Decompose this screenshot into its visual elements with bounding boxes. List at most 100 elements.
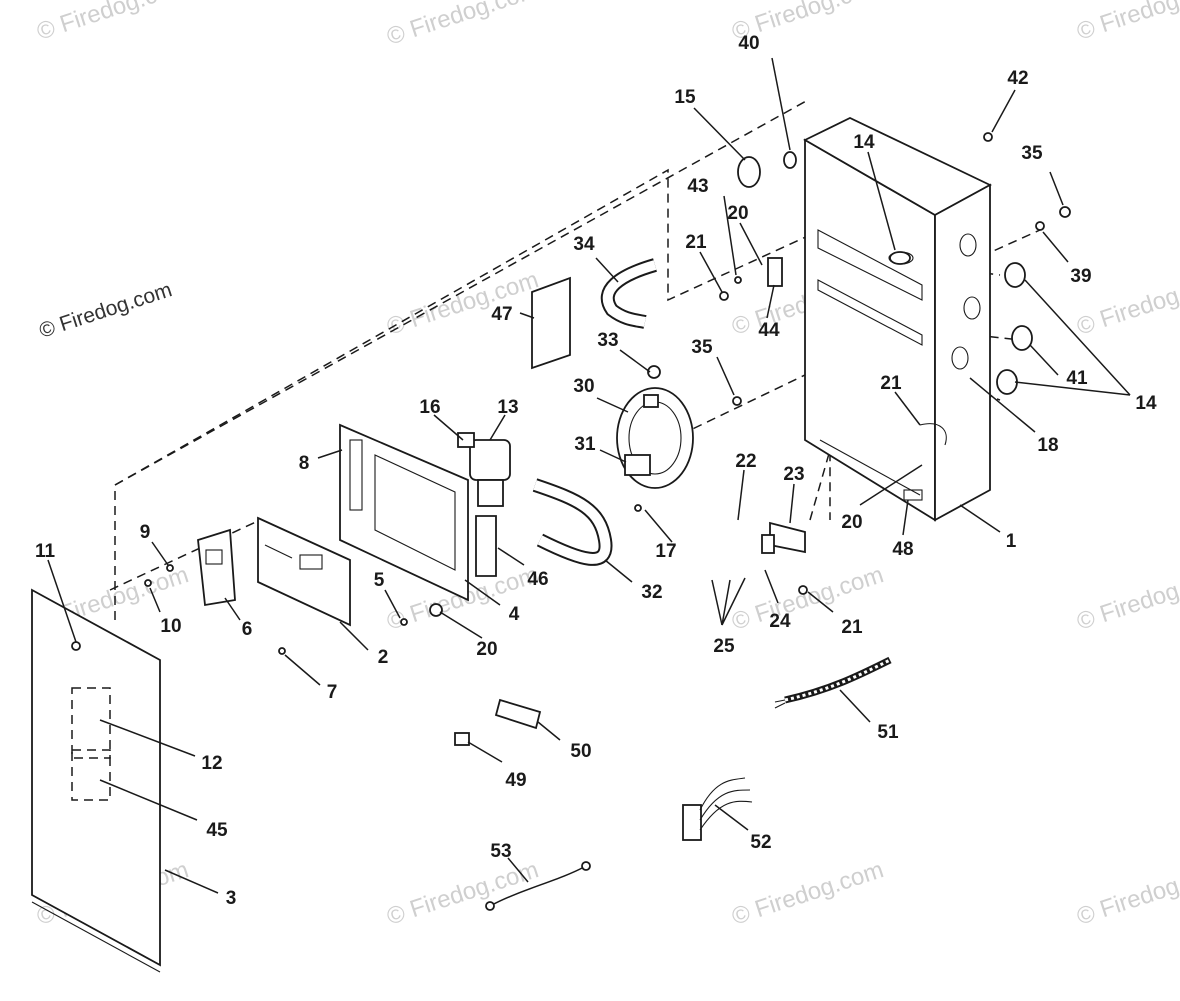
part-number: 42: [1007, 68, 1028, 89]
washer-10: [144, 579, 152, 587]
part-number: 22: [735, 451, 756, 472]
part-number: 8: [299, 453, 310, 474]
washer-39: [1035, 221, 1045, 231]
part-number: 34: [573, 234, 595, 255]
part-number: 21: [685, 232, 707, 253]
connector-50: [494, 698, 542, 730]
screw-5: [400, 618, 408, 626]
part-number: 1: [1006, 531, 1017, 552]
part-number: 16: [419, 397, 440, 418]
watermark: © Firedog.com: [1074, 856, 1180, 930]
part-number: 21: [880, 373, 902, 394]
part-number: 14: [1135, 393, 1157, 414]
part-number: 3: [226, 888, 237, 909]
part-number: 33: [597, 330, 618, 351]
watermark: © Firedog.com: [1074, 0, 1180, 46]
part-number: 50: [570, 741, 591, 762]
part-number: 32: [641, 582, 662, 603]
part-number: 20: [727, 203, 748, 224]
circuit-breaker: [197, 528, 236, 607]
part-number: 53: [490, 841, 511, 862]
part-number: 40: [738, 33, 759, 54]
watermark: © Firedog.com: [729, 856, 887, 930]
grommet-14-right: [1004, 262, 1026, 288]
part-number: 25: [713, 636, 735, 657]
mounting-plate: [339, 423, 469, 602]
watermark: © Firedog.com: [384, 266, 542, 340]
washer-20-left: [429, 603, 443, 617]
grommet-14-top: [889, 251, 911, 265]
part-number: 4: [509, 604, 520, 625]
bracket-44: [767, 257, 783, 287]
terminal-block-23: [761, 521, 806, 554]
part-number: 11: [35, 541, 56, 562]
part-number: 18: [1037, 435, 1058, 456]
screw-42: [983, 132, 993, 142]
label-46: [475, 515, 497, 577]
part-number: 48: [892, 539, 913, 560]
part-number: 12: [201, 753, 222, 774]
control-board: [257, 516, 351, 627]
screw-21: [719, 291, 729, 301]
part-number: 21: [841, 617, 863, 638]
ground-cable-53: [485, 861, 591, 911]
insulation-pad-47: [531, 276, 571, 370]
screw-9: [166, 564, 174, 572]
part-number: 49: [505, 770, 526, 791]
screw-17: [634, 504, 642, 512]
part-number: 35: [1021, 143, 1043, 164]
part-number: 24: [769, 611, 791, 632]
screw-7: [278, 647, 286, 655]
part-number: 39: [1070, 266, 1091, 287]
watermark: © Firedog.com: [384, 0, 542, 51]
part-number: 20: [476, 639, 497, 660]
gas-solenoid-valve: [457, 432, 511, 507]
part-number: 35: [691, 337, 713, 358]
wire-harness-51: [774, 656, 892, 709]
part-number: 43: [687, 176, 708, 197]
part-number: 2: [378, 647, 389, 668]
part-number: 51: [877, 722, 899, 743]
watermark: © Firedog.com: [1074, 561, 1180, 635]
nut-35-lower: [732, 396, 742, 406]
part-number: 7: [327, 682, 338, 703]
front-cover-panel: [31, 588, 161, 973]
grommet-15: [737, 156, 761, 188]
wire-harness-52: [682, 777, 753, 841]
part-numbers: 1 2 3 4 5 6 7 8 9 10 11 12 13 14 14 15 1…: [35, 33, 1157, 909]
part-number: 44: [758, 320, 780, 341]
watermark-group: © Firedog.com © Firedog.com © Firedog.co…: [34, 0, 1180, 931]
part-number: 13: [497, 397, 518, 418]
part-number: 20: [841, 512, 862, 533]
connector-49: [454, 732, 470, 746]
screw-11: [71, 641, 81, 651]
part-number: 17: [655, 541, 676, 562]
part-number: 47: [491, 304, 512, 325]
gas-regulator: [616, 387, 694, 489]
grommet-41: [1011, 325, 1033, 351]
grommet-14-lower: [996, 369, 1018, 395]
part-number: 31: [574, 434, 596, 455]
part-number: 5: [374, 570, 385, 591]
part-number: 45: [206, 820, 228, 841]
part-number: 23: [783, 464, 804, 485]
part-number: 14: [853, 132, 875, 153]
enclosure-box: [803, 117, 992, 522]
part-number: 9: [140, 522, 151, 543]
hose-34: [600, 258, 657, 329]
elbow-33: [647, 365, 661, 379]
flexible-gas-hose: [532, 478, 613, 566]
part-number: 52: [750, 832, 771, 853]
screw-21-lower: [798, 585, 808, 595]
part-number: 15: [674, 87, 696, 108]
watermark: © Firedog.com: [729, 561, 887, 635]
nut-35: [1059, 206, 1071, 218]
copyright-notice: © Firedog.com: [36, 278, 174, 343]
part-number: 41: [1066, 368, 1088, 389]
washer-43: [734, 276, 742, 284]
part-number: 30: [573, 376, 594, 397]
part-number: 6: [242, 619, 253, 640]
leader-lines: [47, 57, 1131, 894]
part-number: 10: [160, 616, 181, 637]
